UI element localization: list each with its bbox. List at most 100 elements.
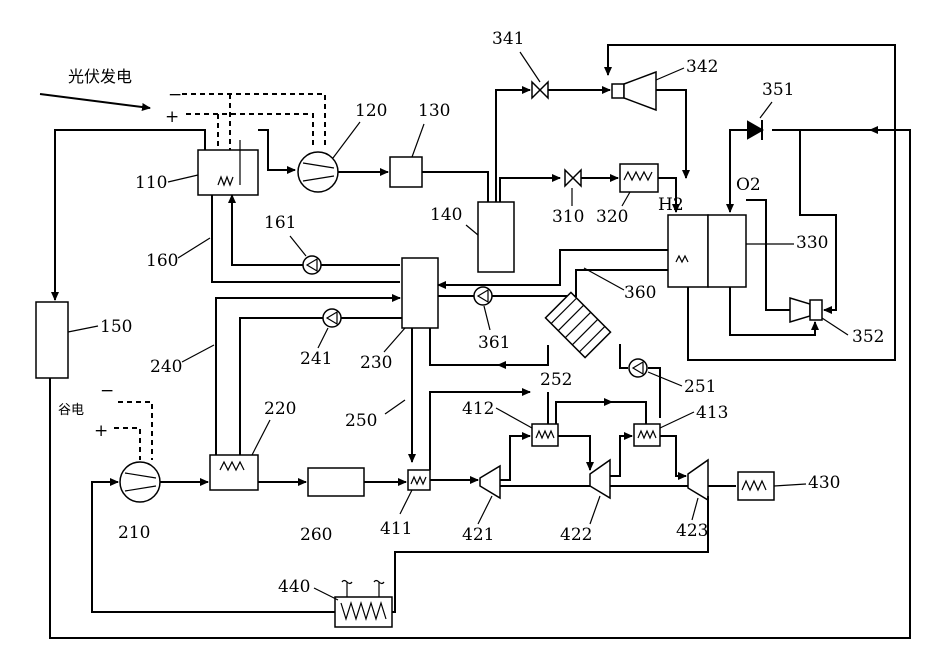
component-110-box <box>198 150 258 195</box>
component-361-label: 361 <box>478 333 510 353</box>
o2-label: O2 <box>736 175 761 195</box>
line-413-to-423 <box>660 436 686 476</box>
grid-minus-sign: − <box>100 381 114 401</box>
line-351-to-330 <box>730 130 748 212</box>
grid-positive-wire <box>114 428 140 460</box>
component-240-label: 240 <box>150 357 182 377</box>
leader-150 <box>68 326 98 332</box>
leader-320 <box>622 192 630 206</box>
component-320-label: 320 <box>596 207 628 227</box>
component-422-label: 422 <box>560 525 592 545</box>
leader-240 <box>182 345 214 362</box>
leader-342 <box>656 68 684 80</box>
line-412-to-422 <box>558 436 590 470</box>
component-352-body <box>790 298 810 322</box>
line-140-to-310 <box>500 178 560 202</box>
component-342-label: 342 <box>686 57 718 77</box>
leader-421 <box>478 496 492 524</box>
component-330-anode <box>668 215 708 287</box>
leader-413 <box>660 412 694 428</box>
leader-140 <box>466 225 478 235</box>
component-421-label: 421 <box>462 525 494 545</box>
grid-plus-sign: + <box>94 421 108 441</box>
component-411-label: 411 <box>380 519 412 539</box>
grid-power-label: 谷电 <box>58 403 84 418</box>
component-150-box <box>36 302 68 378</box>
component-260-box <box>308 468 364 496</box>
component-341-label: 341 <box>492 29 524 49</box>
leader-440 <box>314 588 338 600</box>
component-241-label: 241 <box>300 349 332 369</box>
component-440-inlet-arrows <box>347 582 379 597</box>
component-140-label: 140 <box>430 205 462 225</box>
line-422-to-413 <box>610 436 632 476</box>
component-220-label: 220 <box>264 399 296 419</box>
component-342-nozzle <box>612 84 624 98</box>
compressor-210 <box>120 462 160 502</box>
line-140-to-341 <box>496 90 530 202</box>
leader-352 <box>822 318 848 335</box>
component-161-label: 161 <box>264 213 296 233</box>
line-360-return <box>438 250 668 285</box>
solar-collector-252 <box>545 292 610 357</box>
component-310-label: 310 <box>552 207 584 227</box>
pv-minus-sign: − <box>168 85 182 105</box>
component-440-label: 440 <box>278 577 310 597</box>
component-130-label: 130 <box>418 101 450 121</box>
leader-361 <box>484 306 490 330</box>
line-130-to-140 <box>422 172 488 202</box>
pv-plus-sign: + <box>165 107 179 127</box>
leader-110 <box>168 175 198 182</box>
component-440-waves <box>342 581 384 584</box>
leader-160 <box>178 238 210 258</box>
component-251-label: 251 <box>684 377 716 397</box>
line-o2-branch <box>800 130 836 310</box>
expander-421 <box>480 466 500 498</box>
valve-341 <box>532 82 548 98</box>
component-352-head <box>810 300 822 320</box>
h2-label: H2 <box>658 195 684 215</box>
pv-power-label: 光伏发电 <box>68 67 132 86</box>
line-413-to-251 <box>648 368 660 418</box>
component-352-label: 352 <box>852 327 884 347</box>
line-110-to-150 <box>55 130 205 300</box>
component-160-label: 160 <box>146 251 178 271</box>
line-251-to-252 <box>620 344 628 368</box>
component-252-label: 252 <box>540 370 572 390</box>
leader-220 <box>252 420 270 455</box>
leader-351 <box>760 102 772 118</box>
leader-250 <box>385 400 405 414</box>
component-330-cathode <box>708 215 746 287</box>
leader-130 <box>412 124 424 157</box>
line-412-to-413-hot <box>556 402 612 424</box>
component-342-body <box>624 72 656 110</box>
component-140-tank <box>478 202 514 272</box>
component-210-label: 210 <box>118 523 150 543</box>
valve-351 <box>748 120 762 140</box>
component-413-label: 413 <box>696 403 728 423</box>
line-110-to-120 <box>258 130 295 170</box>
expander-423 <box>688 460 708 500</box>
line-330-to-352 <box>746 200 790 310</box>
line-413-hot-in <box>612 402 646 424</box>
component-423-label: 423 <box>676 521 708 541</box>
component-360-label: 360 <box>624 283 656 303</box>
line-421-to-412 <box>500 436 530 480</box>
component-150-label: 150 <box>100 317 132 337</box>
component-130-box <box>390 157 422 187</box>
pump-161 <box>303 256 321 274</box>
leader-430 <box>774 484 806 486</box>
component-250-label: 250 <box>345 411 377 431</box>
line-241-to-220 <box>240 318 323 455</box>
leader-161 <box>290 236 306 256</box>
component-351-label: 351 <box>762 80 794 100</box>
pv-negative-wire <box>182 94 325 145</box>
pump-251 <box>629 359 647 377</box>
leader-230 <box>384 328 405 352</box>
leader-120 <box>333 122 360 158</box>
heat-exchanger-413 <box>634 424 660 446</box>
expander-422 <box>590 460 610 498</box>
component-430-label: 430 <box>808 473 840 493</box>
heat-exchanger-412 <box>532 424 558 446</box>
